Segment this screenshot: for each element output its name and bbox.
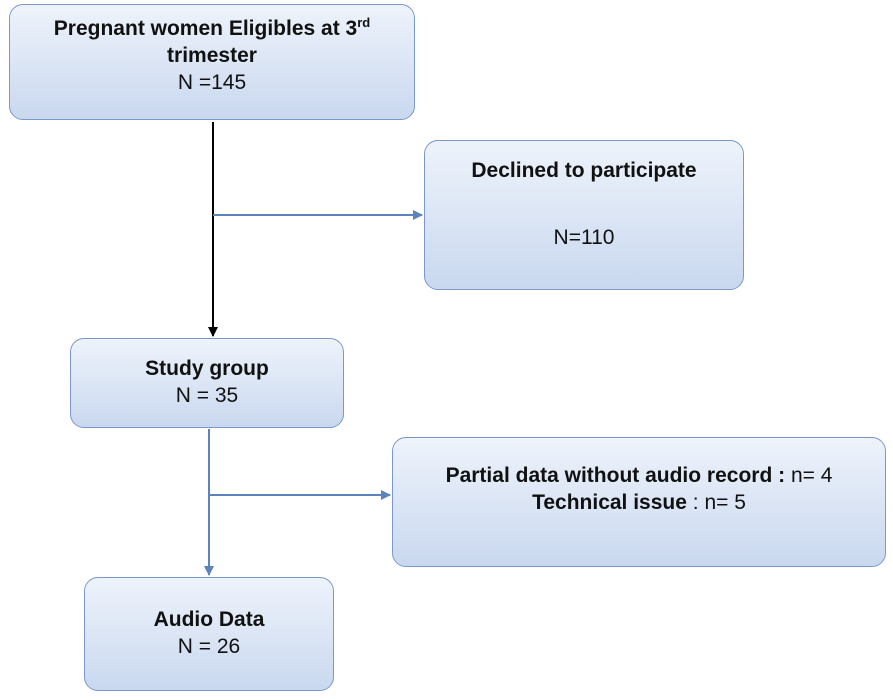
eligible-title-line1: Pregnant women Eligibles at 3rd: [53, 15, 371, 40]
excluded-box: Partial data without audio record : n= 4…: [392, 437, 886, 567]
study-group-box: Study group N = 35: [70, 338, 344, 428]
excluded-reason-2: Technical issue : n= 5: [393, 489, 885, 516]
audio-data-title: Audio Data: [153, 608, 265, 631]
study-group-title: Study group: [145, 357, 269, 380]
study-group-count: N = 35: [175, 384, 239, 407]
excluded-reason-1-label: Partial data without audio record :: [445, 464, 786, 487]
eligible-title-superscript: rd: [357, 15, 371, 30]
declined-count: N=110: [553, 226, 615, 249]
eligible-count: N =145: [177, 71, 247, 94]
excluded-reason-1: Partial data without audio record : n= 4: [393, 462, 885, 489]
excluded-reason-1-count: n= 4: [785, 464, 833, 487]
excluded-reason-2-count: : n= 5: [686, 491, 746, 514]
eligible-box: Pregnant women Eligibles at 3rd trimeste…: [9, 4, 415, 120]
eligible-title-line2: trimester: [167, 44, 257, 67]
declined-box: Declined to participate N=110: [424, 140, 744, 290]
excluded-reason-2-label: Technical issue: [532, 491, 687, 514]
audio-data-count: N = 26: [177, 635, 241, 658]
declined-title: Declined to participate: [471, 159, 697, 182]
audio-data-box: Audio Data N = 26: [84, 577, 334, 691]
